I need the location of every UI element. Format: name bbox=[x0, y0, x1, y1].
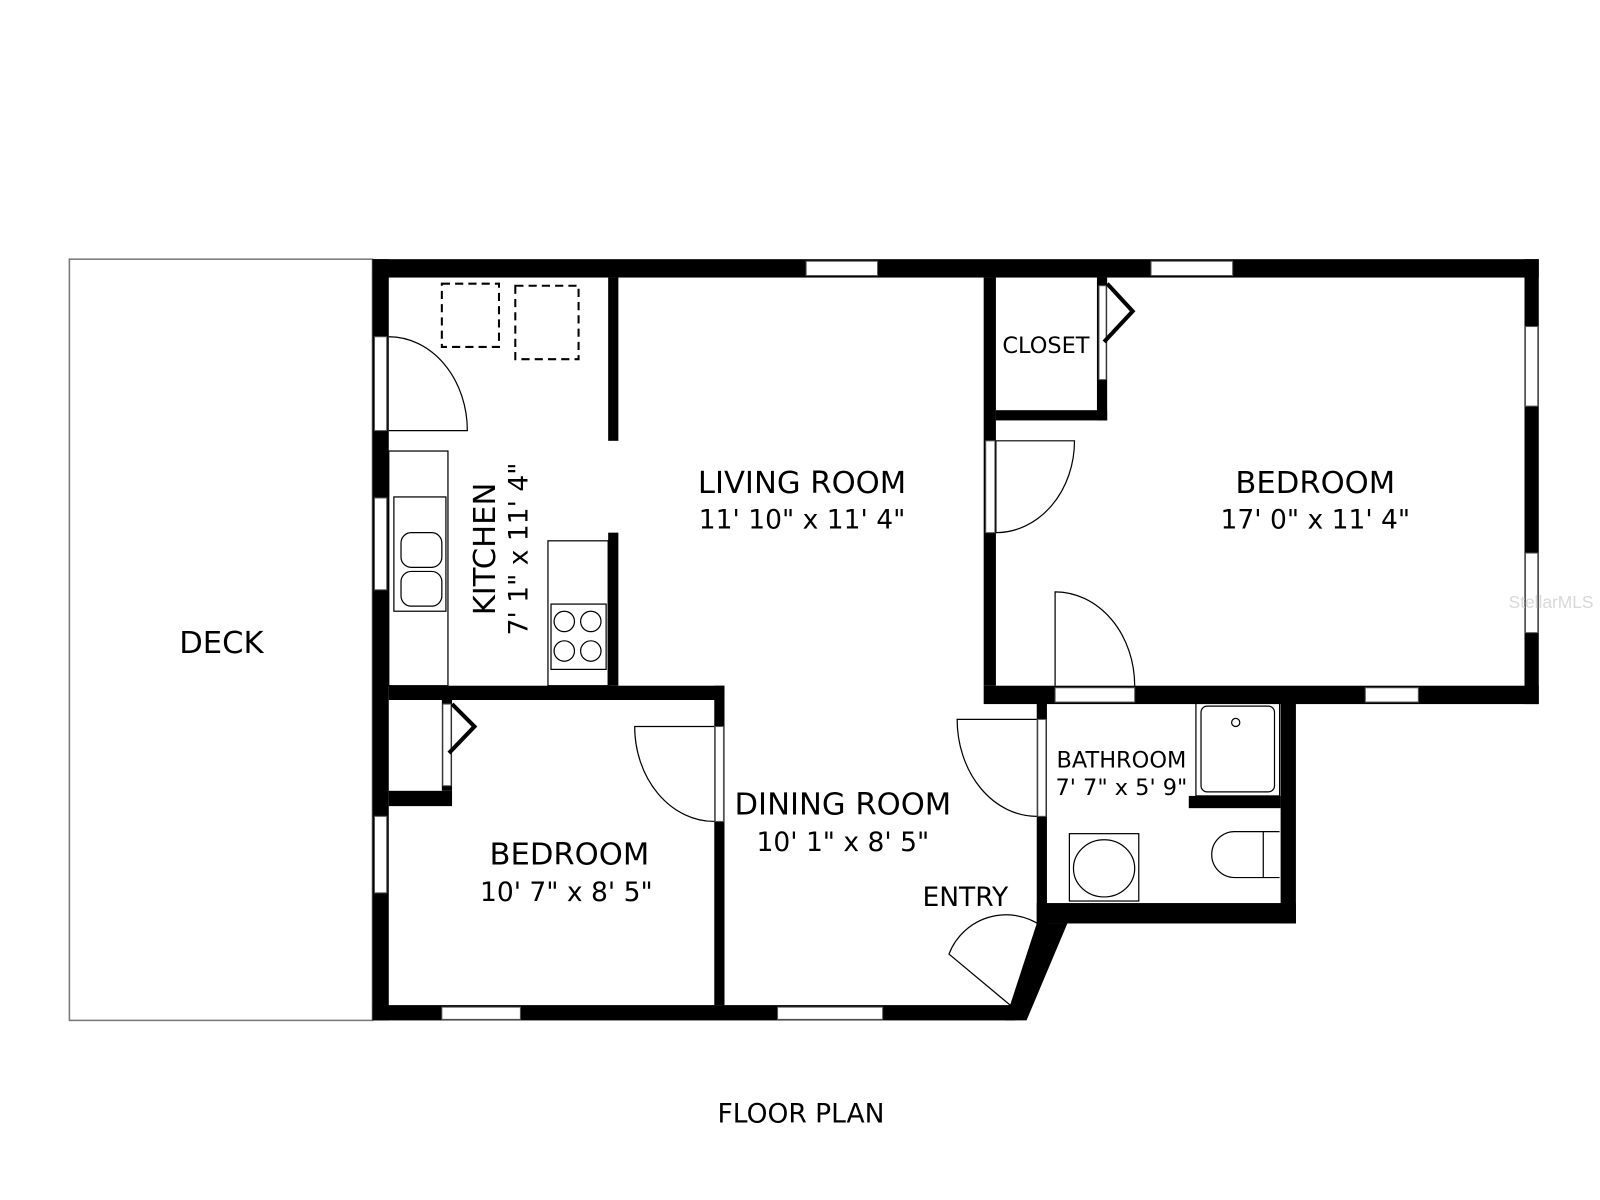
room-label-closet: CLOSET bbox=[1002, 333, 1089, 359]
door-openings bbox=[373, 285, 1136, 822]
stove-icon bbox=[550, 603, 607, 671]
room-label-living-room: LIVING ROOM bbox=[698, 466, 906, 501]
sink-icon bbox=[1068, 833, 1140, 902]
sink-icon bbox=[393, 496, 447, 612]
watermark: StellarMLS bbox=[1509, 592, 1594, 612]
door-swings bbox=[388, 336, 1136, 1006]
room-label-bathroom: BATHROOM bbox=[1056, 747, 1186, 773]
room-label-bedroom-small: BEDROOM bbox=[489, 837, 649, 872]
room-dimensions-bedroom-small: 10' 7" x 8' 5" bbox=[480, 877, 653, 908]
kitchen-fixtures bbox=[388, 282, 609, 687]
bathroom-fixtures bbox=[1068, 699, 1281, 902]
room-label-deck: DECK bbox=[179, 626, 264, 661]
room-dimensions-kitchen: 7' 1" x 11' 4" bbox=[504, 463, 535, 636]
plan-title: FLOOR PLAN bbox=[718, 1098, 885, 1129]
room-label-dining-room: DINING ROOM bbox=[734, 787, 951, 822]
windows bbox=[373, 260, 1539, 1020]
room-label-bedroom-main: BEDROOM bbox=[1235, 466, 1395, 501]
toilet-icon bbox=[1211, 831, 1280, 879]
room-dimensions-dining-room: 10' 1" x 8' 5" bbox=[756, 827, 929, 858]
room-label-entry: ENTRY bbox=[922, 882, 1009, 913]
bifold-doors bbox=[447, 282, 1136, 755]
room-dimensions-bedroom-main: 17' 0" x 11' 4" bbox=[1221, 505, 1411, 536]
room-label-kitchen: KITCHEN bbox=[468, 483, 503, 616]
room-dimensions-living-room: 11' 10" x 11' 4" bbox=[699, 505, 905, 536]
room-dimensions-bathroom: 7' 7" x 5' 9" bbox=[1055, 775, 1187, 801]
shower-icon bbox=[1195, 699, 1281, 797]
